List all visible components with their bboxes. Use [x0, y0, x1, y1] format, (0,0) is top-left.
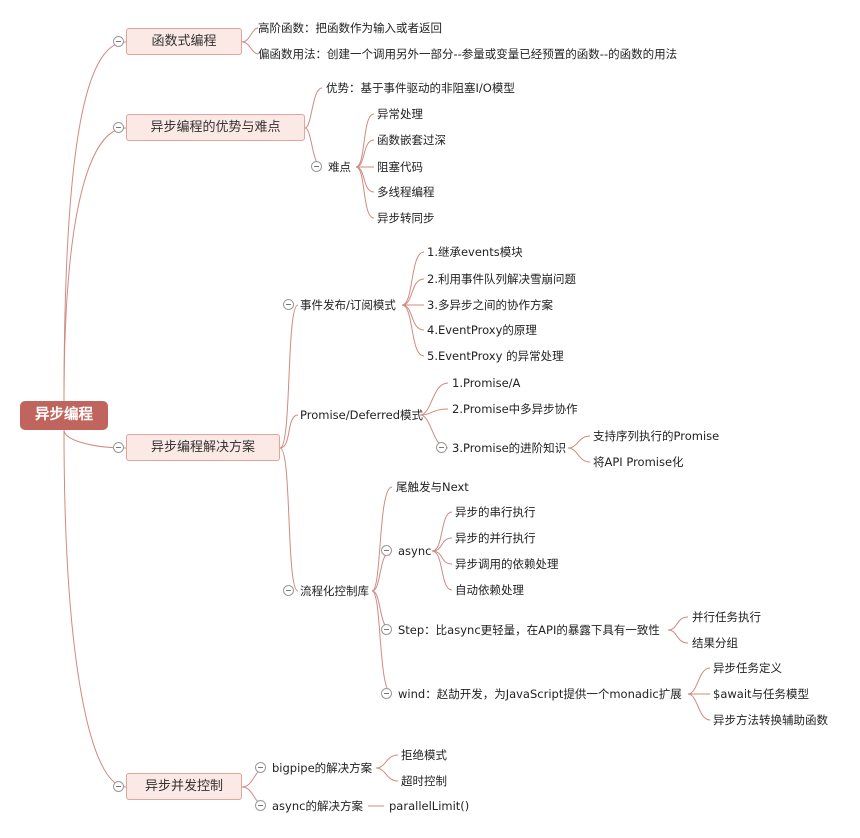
collapse-toggle-icon[interactable] — [283, 585, 294, 596]
functional-item[interactable]: 高阶函数：把函数作为输入或者返回 — [258, 21, 442, 35]
branch-functional[interactable]: 函数式编程 — [126, 28, 242, 55]
pubsub-item[interactable]: 1.继承events模块 — [427, 245, 523, 259]
wind-item[interactable]: $await与任务模型 — [713, 687, 810, 701]
difficulty-item[interactable]: 函数嵌套过深 — [377, 133, 446, 147]
root-node[interactable]: 异步编程 — [20, 401, 108, 430]
collapse-toggle-icon[interactable] — [311, 161, 322, 172]
collapse-toggle-icon[interactable] — [381, 624, 392, 635]
promise-item[interactable]: 3.Promise的进阶知识 — [452, 441, 567, 455]
pubsub-item[interactable]: 2.利用事件队列解决雪崩问题 — [427, 272, 576, 286]
collapse-toggle-icon[interactable] — [283, 299, 294, 310]
async-solution-node[interactable]: async的解决方案 — [272, 799, 363, 813]
async-item[interactable]: 自动依赖处理 — [455, 583, 524, 597]
bigpipe-item[interactable]: 超时控制 — [401, 774, 447, 788]
step-node[interactable]: Step：比async更轻量，在API的暴露下具有一致性 — [398, 623, 660, 637]
step-item[interactable]: 并行任务执行 — [692, 610, 761, 624]
pubsub-item[interactable]: 4.EventProxy的原理 — [427, 323, 537, 337]
async-item[interactable]: 异步调用的依赖处理 — [455, 557, 559, 571]
async-node[interactable]: async — [398, 544, 432, 558]
wind-item[interactable]: 异步任务定义 — [713, 661, 782, 675]
collapse-toggle-icon[interactable] — [113, 36, 124, 47]
collapse-toggle-icon[interactable] — [381, 688, 392, 699]
pubsub-node[interactable]: 事件发布/订阅模式 — [300, 298, 396, 312]
functional-item[interactable]: 偏函数用法：创建一个调用另外一部分--参量或变量已经预置的函数--的函数的用法 — [258, 47, 678, 61]
collapse-toggle-icon[interactable] — [113, 442, 124, 453]
flow-item[interactable]: 尾触发与Next — [396, 480, 469, 494]
bigpipe-item[interactable]: 拒绝模式 — [401, 748, 447, 762]
promise-item[interactable]: 1.Promise/A — [452, 376, 521, 390]
collapse-toggle-icon[interactable] — [381, 545, 392, 556]
difficulty-item[interactable]: 阻塞代码 — [377, 160, 423, 174]
wind-item[interactable]: 异步方法转换辅助函数 — [713, 713, 828, 727]
parallel-limit-node[interactable]: parallelLimit() — [389, 799, 470, 813]
promise-node[interactable]: Promise/Deferred模式 — [300, 408, 424, 422]
promise-advanced-item[interactable]: 支持序列执行的Promise — [593, 429, 720, 443]
branch-concurrency[interactable]: 异步并发控制 — [126, 773, 242, 800]
collapse-toggle-icon[interactable] — [255, 762, 266, 773]
step-item[interactable]: 结果分组 — [692, 636, 738, 650]
async-item[interactable]: 异步的并行执行 — [455, 531, 536, 545]
wind-node[interactable]: wind：赵劼开发，为JavaScript提供一个monadic扩展 — [398, 687, 682, 701]
collapse-toggle-icon[interactable] — [113, 781, 124, 792]
async-item[interactable]: 异步的串行执行 — [455, 505, 536, 519]
collapse-toggle-icon[interactable] — [255, 800, 266, 811]
difficulty-item[interactable]: 异常处理 — [377, 107, 423, 121]
difficulty-item[interactable]: 多线程编程 — [377, 185, 435, 199]
difficulty-item[interactable]: 异步转同步 — [377, 211, 435, 225]
branch-solutions[interactable]: 异步编程解决方案 — [126, 434, 280, 461]
difficulty-node[interactable]: 难点 — [328, 160, 351, 174]
branch-pros-cons[interactable]: 异步编程的优势与难点 — [126, 114, 305, 141]
collapse-toggle-icon[interactable] — [436, 442, 447, 453]
advantage-node[interactable]: 优势：基于事件驱动的非阻塞I/O模型 — [326, 81, 515, 95]
pubsub-item[interactable]: 3.多异步之间的协作方案 — [427, 298, 553, 312]
pubsub-item[interactable]: 5.EventProxy 的异常处理 — [427, 349, 564, 363]
flow-control-node[interactable]: 流程化控制库 — [300, 584, 369, 598]
promise-advanced-item[interactable]: 将API Promise化 — [593, 455, 684, 469]
bigpipe-node[interactable]: bigpipe的解决方案 — [272, 761, 373, 775]
promise-item[interactable]: 2.Promise中多异步协作 — [452, 402, 578, 416]
collapse-toggle-icon[interactable] — [113, 122, 124, 133]
